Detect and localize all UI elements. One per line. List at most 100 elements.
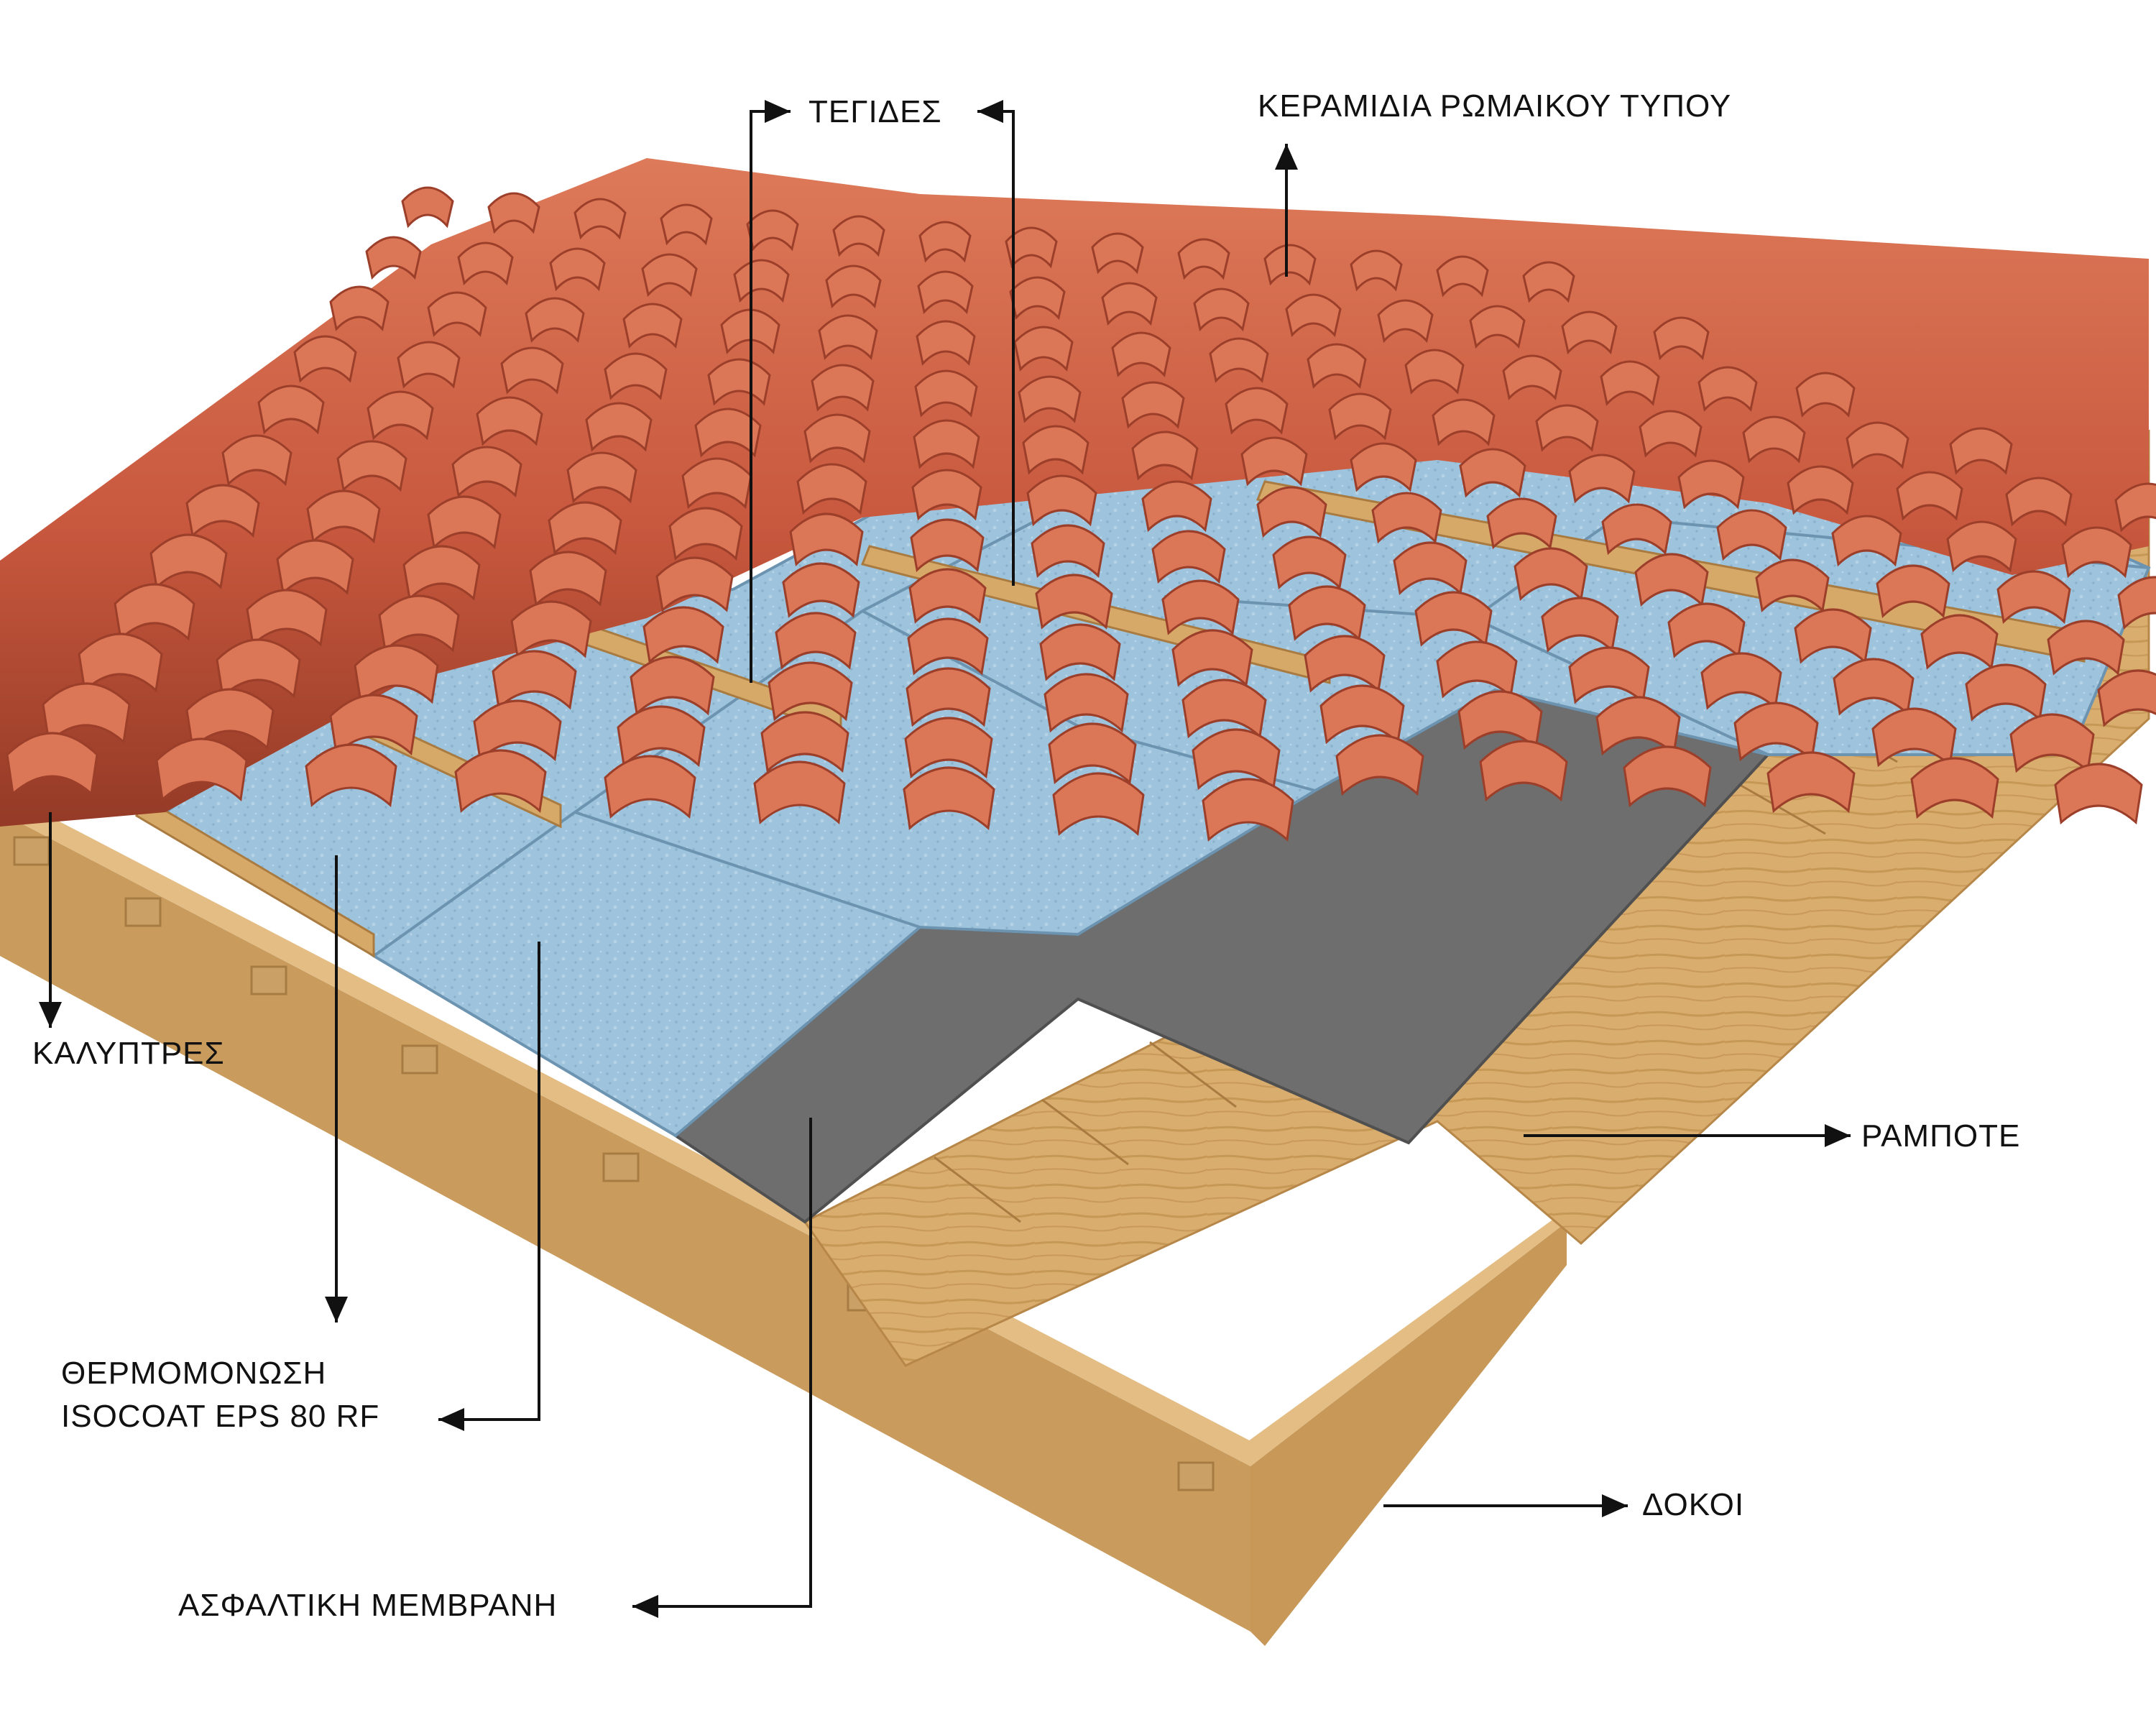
tile — [1436, 255, 1489, 298]
label-tegides: ΤΕΓΙΔΕΣ — [808, 94, 942, 129]
tile — [1514, 547, 1588, 602]
tile — [42, 682, 131, 745]
tile — [402, 545, 481, 601]
tile — [1005, 226, 1058, 269]
tile — [617, 705, 706, 768]
tile — [796, 463, 867, 515]
tile — [694, 408, 762, 458]
tile — [1601, 503, 1672, 556]
tile — [832, 215, 885, 257]
tile — [221, 434, 292, 487]
tile — [246, 589, 328, 647]
tile — [1052, 772, 1145, 836]
tile — [378, 594, 460, 653]
tile — [1350, 442, 1417, 492]
right-rafter-top — [1243, 1215, 1567, 1466]
tile — [1639, 410, 1703, 458]
tile — [1202, 778, 1294, 842]
tile — [1535, 404, 1599, 452]
tile — [367, 390, 434, 441]
tile — [907, 617, 989, 676]
tile — [1319, 684, 1405, 745]
tile — [1026, 474, 1097, 527]
tile — [1272, 535, 1347, 590]
tile — [1541, 597, 1619, 653]
tile — [918, 221, 972, 263]
tile — [707, 358, 771, 406]
label-membrani: ΑΣΦΑΛΤΙΚΗ ΜΕΜΒΡΑΝΗ — [178, 1588, 557, 1623]
tile — [1161, 579, 1240, 635]
tile — [753, 760, 846, 824]
tile — [427, 291, 487, 337]
tile — [510, 600, 592, 658]
tile — [216, 638, 301, 699]
tile — [1910, 757, 1999, 819]
tile — [1479, 740, 1568, 802]
tile — [825, 264, 882, 309]
tile — [354, 644, 439, 704]
tile — [914, 369, 978, 418]
label-dokoi: ΔΟΚΟΙ — [1642, 1487, 1744, 1522]
tile — [604, 352, 668, 400]
tile — [1225, 387, 1289, 435]
tile — [1794, 608, 1872, 664]
tile — [1459, 448, 1526, 498]
tile — [1091, 232, 1144, 275]
tile — [336, 440, 407, 492]
tile — [1996, 570, 2071, 625]
tile — [1307, 343, 1367, 389]
tile — [585, 402, 653, 452]
tile — [548, 501, 622, 556]
tile — [305, 743, 397, 807]
tile — [1393, 541, 1468, 596]
tile — [1742, 415, 1806, 464]
tile — [775, 612, 857, 670]
tile — [397, 341, 461, 389]
tile — [1700, 652, 1782, 710]
tile — [1121, 381, 1185, 429]
tile — [1755, 558, 1830, 613]
tile — [492, 650, 577, 710]
tile — [1193, 288, 1250, 332]
tile — [78, 632, 163, 693]
tile — [2097, 669, 2156, 727]
tile — [1171, 629, 1253, 687]
tile — [1141, 480, 1212, 533]
tile — [1031, 524, 1105, 579]
leader-tegides-left — [750, 100, 791, 683]
tile — [257, 385, 325, 435]
tile — [1288, 585, 1366, 641]
tile — [911, 469, 982, 521]
tile — [1256, 486, 1327, 538]
tile — [476, 396, 543, 446]
tile — [1831, 515, 1902, 567]
tile — [293, 335, 357, 383]
tile — [789, 512, 864, 567]
tile — [1677, 459, 1745, 510]
tile — [155, 737, 248, 801]
tile — [1285, 293, 1342, 338]
tile — [549, 247, 606, 292]
tile — [500, 346, 564, 395]
tile — [668, 507, 743, 561]
tile — [1833, 658, 1915, 716]
tile — [1623, 745, 1712, 808]
tile — [1371, 492, 1442, 544]
tile — [641, 253, 698, 298]
tile — [1896, 471, 1963, 521]
tile — [1766, 751, 1856, 814]
tile — [1568, 454, 1636, 504]
purlin-ends — [13, 836, 1215, 1491]
tile — [525, 297, 585, 343]
tile — [149, 533, 228, 589]
tile — [1035, 574, 1113, 630]
tile — [1022, 425, 1089, 475]
leader-isocoat — [438, 942, 540, 1431]
tile — [1949, 427, 2013, 475]
tile — [1151, 530, 1226, 584]
tile — [913, 419, 980, 469]
tile — [1209, 337, 1269, 383]
tile — [1044, 673, 1129, 733]
tile — [1304, 635, 1386, 693]
tile — [451, 446, 522, 498]
